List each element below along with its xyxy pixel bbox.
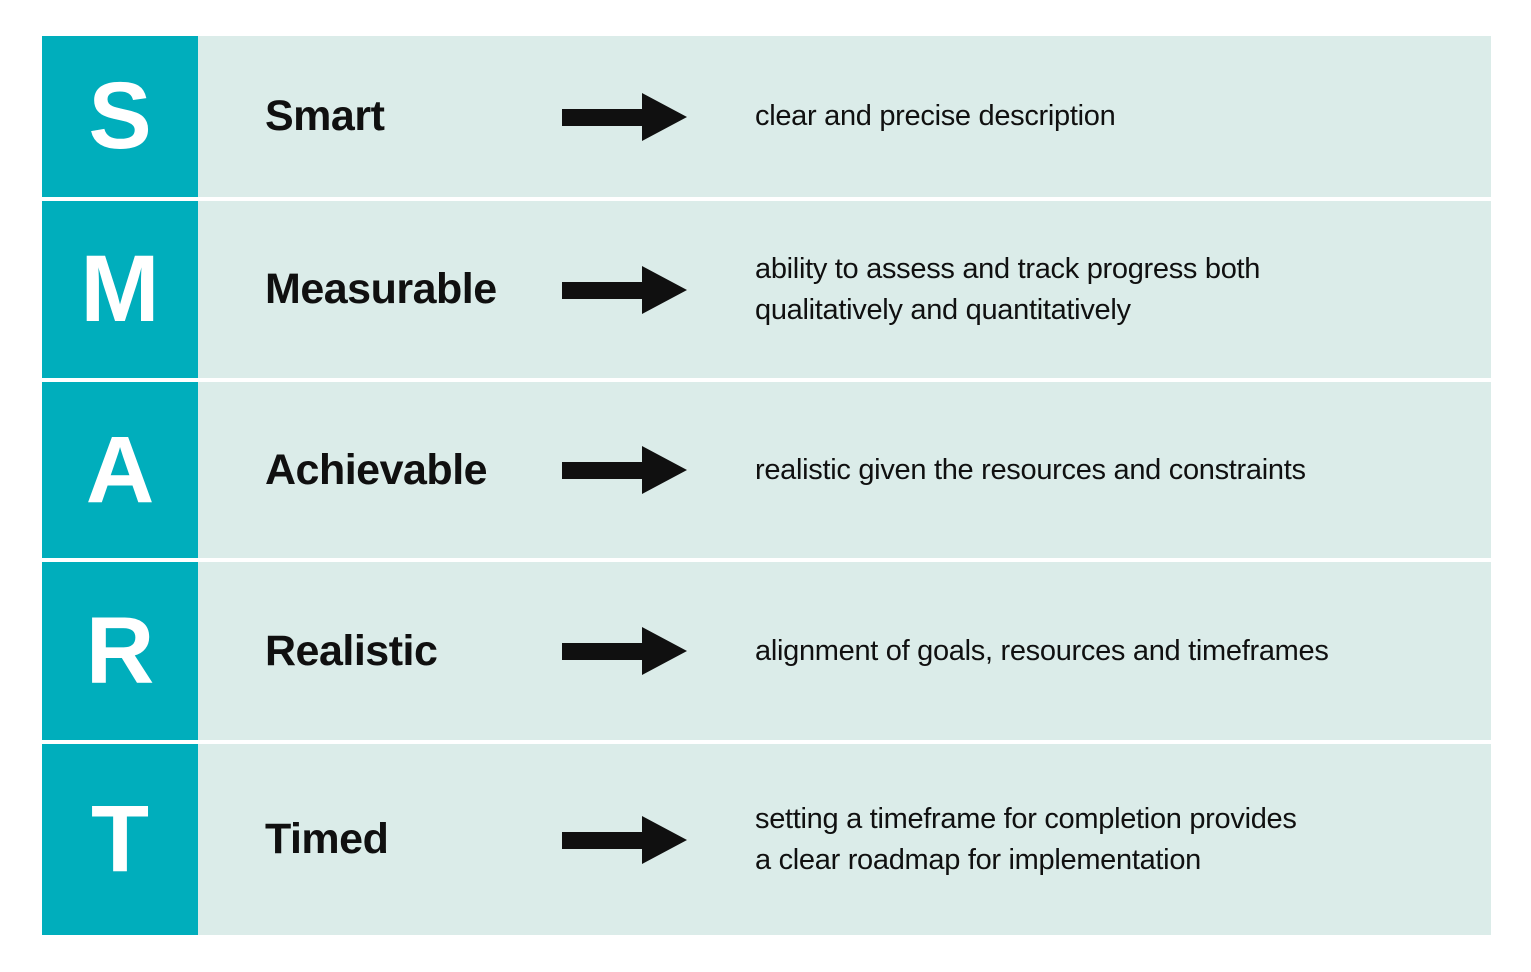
- row-content: Smart clear and precise description: [198, 36, 1491, 197]
- right-arrow-icon: [562, 815, 687, 865]
- letter-a: A: [85, 416, 155, 523]
- row-measurable: M Measurable ability to assess and track…: [42, 201, 1491, 378]
- letter-box-t: T: [42, 744, 198, 935]
- letter-box-r: R: [42, 562, 198, 740]
- letter-box-s: S: [42, 36, 198, 197]
- letter-box-m: M: [42, 201, 198, 378]
- keyword-smart: Smart: [265, 92, 385, 140]
- letter-s: S: [88, 63, 152, 169]
- right-arrow-icon: [562, 445, 687, 495]
- right-arrow-icon: [562, 92, 687, 142]
- row-content: Realistic alignment of goals, resources …: [198, 562, 1491, 740]
- keyword-measurable: Measurable: [265, 265, 497, 313]
- row-content: Measurable ability to assess and track p…: [198, 201, 1491, 378]
- smart-table: S Smart clear and precise description M …: [42, 36, 1491, 935]
- row-content: Timed setting a timeframe for completion…: [198, 744, 1491, 935]
- description-measurable: ability to assess and track progress bot…: [755, 252, 1261, 326]
- keyword-realistic: Realistic: [265, 626, 438, 675]
- letter-box-a: A: [42, 382, 198, 558]
- right-arrow-icon: [562, 265, 687, 315]
- letter-m: M: [80, 236, 160, 342]
- row-realistic: R Realistic alignment of goals, resource…: [42, 562, 1491, 740]
- description-achievable: realistic given the resources and constr…: [755, 453, 1306, 486]
- description-timed: setting a timeframe for completion provi…: [755, 802, 1297, 876]
- description-realistic: alignment of goals, resources and timefr…: [755, 634, 1329, 667]
- keyword-achievable: Achievable: [265, 445, 488, 494]
- row-content: Achievable realistic given the resources…: [198, 382, 1491, 558]
- keyword-timed: Timed: [265, 815, 389, 863]
- right-arrow-icon: [562, 626, 687, 676]
- row-timed: T Timed setting a timeframe for completi…: [42, 744, 1491, 935]
- letter-r: R: [85, 597, 155, 704]
- row-smart: S Smart clear and precise description: [42, 36, 1491, 197]
- description-smart: clear and precise description: [755, 100, 1116, 133]
- row-achievable: A Achievable realistic given the resourc…: [42, 382, 1491, 558]
- letter-t: T: [90, 786, 150, 892]
